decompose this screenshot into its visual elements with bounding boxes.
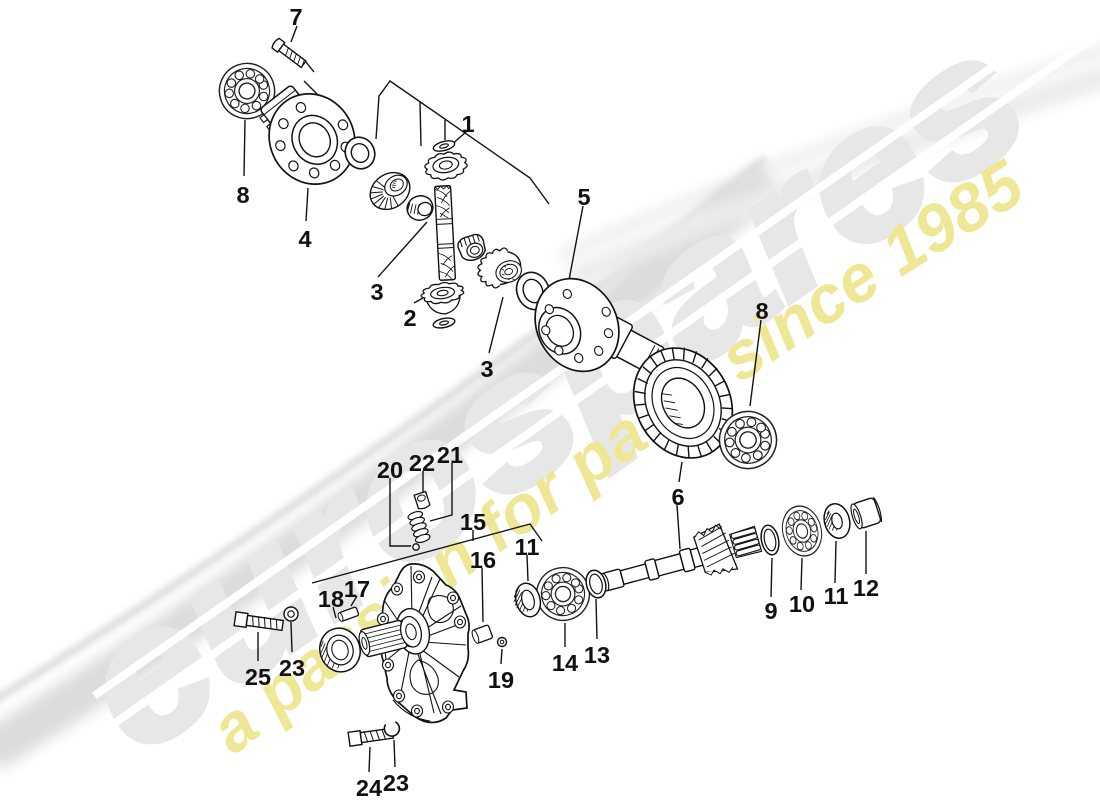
svg-text:16: 16	[470, 547, 496, 573]
svg-text:17: 17	[344, 576, 370, 602]
svg-text:2: 2	[403, 305, 416, 331]
svg-text:22: 22	[409, 450, 435, 476]
svg-text:14: 14	[552, 650, 578, 676]
svg-text:19: 19	[488, 667, 514, 693]
svg-text:12: 12	[853, 575, 879, 601]
svg-text:3: 3	[370, 279, 383, 305]
svg-text:13: 13	[584, 642, 610, 668]
svg-text:23: 23	[383, 770, 409, 796]
svg-text:20: 20	[377, 457, 403, 483]
svg-text:7: 7	[289, 4, 302, 30]
svg-text:9: 9	[764, 598, 777, 624]
svg-text:8: 8	[236, 182, 249, 208]
svg-text:3: 3	[480, 356, 493, 382]
svg-text:21: 21	[437, 442, 463, 468]
svg-text:1: 1	[461, 111, 474, 137]
svg-text:15: 15	[460, 509, 486, 535]
svg-text:4: 4	[298, 226, 311, 252]
svg-text:8: 8	[755, 298, 768, 324]
svg-text:6: 6	[671, 484, 684, 510]
svg-text:24: 24	[356, 775, 382, 800]
svg-text:11: 11	[824, 583, 849, 609]
svg-text:11: 11	[515, 534, 540, 560]
svg-text:18: 18	[318, 586, 344, 612]
svg-text:10: 10	[789, 591, 815, 617]
svg-text:5: 5	[577, 184, 590, 210]
svg-text:25: 25	[245, 664, 271, 690]
svg-text:23: 23	[279, 655, 305, 681]
